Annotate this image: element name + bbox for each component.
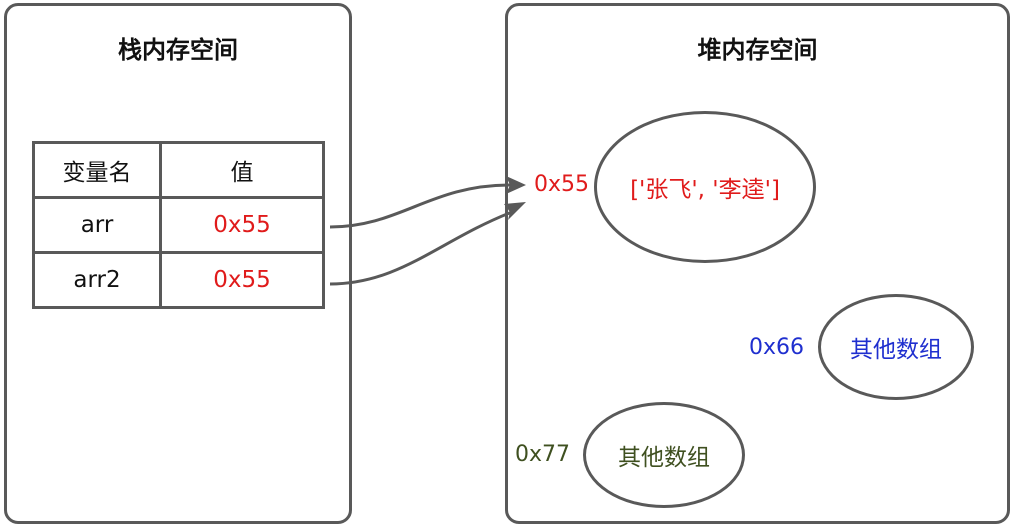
variable-value-arr2: 0x55	[159, 251, 325, 309]
heap-memory-title: 堆内存空间	[697, 36, 818, 64]
variable-name-arr2: arr2	[32, 251, 162, 309]
column-header-value: 值	[159, 141, 325, 199]
variable-name-arr: arr	[32, 196, 162, 254]
table-row: arr2 0x55	[32, 251, 325, 309]
heap-object-oval: 其他数组	[818, 294, 974, 400]
heap-address-label: 0x77	[515, 442, 571, 467]
heap-address-label: 0x66	[749, 335, 805, 360]
variable-table: 变量名 值 arr 0x55 arr2 0x55	[32, 141, 325, 309]
stack-memory-title: 栈内存空间	[118, 36, 238, 64]
arrowhead-icon	[506, 176, 526, 194]
pointer-arrow-arr2	[329, 210, 513, 286]
heap-object-oval: 其他数组	[583, 402, 745, 508]
column-header-variable-name: 变量名	[32, 141, 162, 199]
pointer-arrow-arr	[329, 183, 511, 229]
table-header-row: 变量名 值	[32, 141, 325, 199]
heap-object-oval: ['张飞', '李逵']	[594, 111, 816, 263]
table-row: arr 0x55	[32, 196, 325, 254]
heap-address-label: 0x55	[534, 172, 590, 197]
variable-value-arr: 0x55	[159, 196, 325, 254]
arrowhead-icon	[504, 202, 526, 220]
